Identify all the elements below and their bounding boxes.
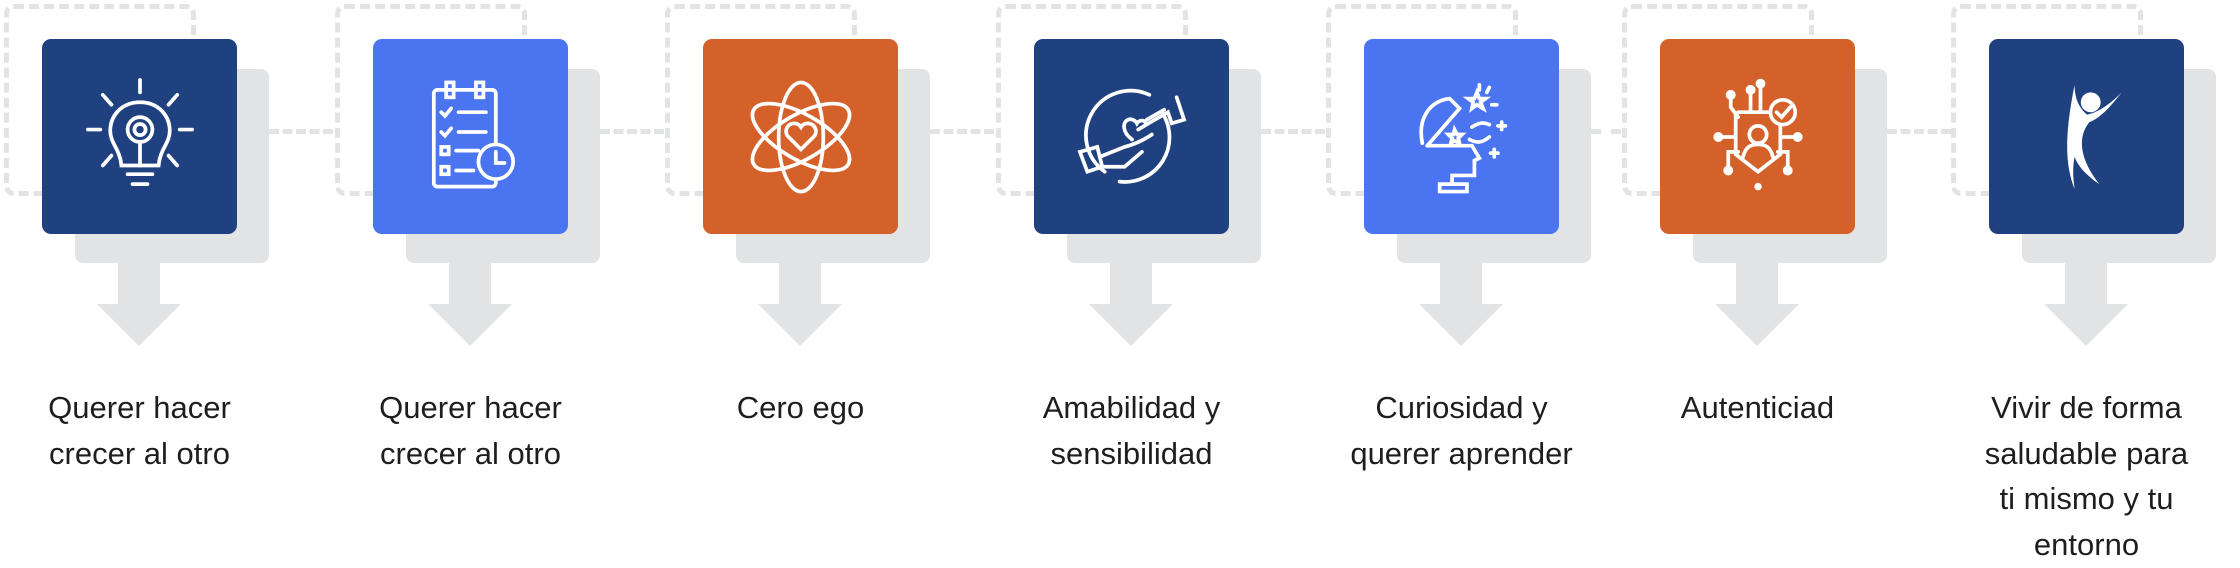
clipboard-clock-icon xyxy=(431,80,515,188)
step-label: Amabilidad y sensibilidad xyxy=(1014,385,1249,476)
step-5: Curiosidad y querer aprender xyxy=(1326,0,1664,568)
person-jumping-icon xyxy=(2066,84,2122,189)
icon-tile xyxy=(1034,39,1229,234)
label-line: Vivir de forma xyxy=(1991,390,2182,425)
step-6: Autenticiad xyxy=(1622,0,1960,568)
arrow-stem xyxy=(1736,262,1778,305)
arrow-down-icon xyxy=(1419,304,1503,346)
step-7: Vivir de forma saludable para ti mismo y… xyxy=(1951,0,2240,568)
arrow-down-icon xyxy=(428,304,512,346)
label-line: saludable para xyxy=(1984,435,2189,471)
step-label: Querer hacer crecer al otro xyxy=(353,385,588,476)
label-line: Amabilidad y xyxy=(1042,390,1221,425)
step-label: Cero ego xyxy=(683,385,918,431)
lightbulb-gear-icon xyxy=(85,77,194,186)
label-line: querer aprender xyxy=(1350,435,1573,471)
arrow-down-icon xyxy=(97,304,181,346)
icon-tile xyxy=(703,39,898,234)
arrow-stem xyxy=(2065,262,2107,305)
arrow-down-icon xyxy=(758,304,842,346)
connector-line xyxy=(1591,129,1621,134)
label-line: sensibilidad xyxy=(1050,435,1213,471)
step-label: Querer hacer crecer al otro xyxy=(22,385,257,476)
step-4: Amabilidad y sensibilidad xyxy=(996,0,1334,568)
connector-line xyxy=(269,129,333,134)
arrow-stem xyxy=(1440,262,1482,305)
label-line: Curiosidad y xyxy=(1375,390,1548,425)
icon-tile xyxy=(373,39,568,234)
arrow-stem xyxy=(449,262,491,305)
arrow-down-icon xyxy=(2044,304,2128,346)
arrow-stem xyxy=(118,262,160,305)
step-1: Querer hacer crecer al otro xyxy=(4,0,342,568)
step-label: Vivir de forma saludable para ti mismo y… xyxy=(1969,385,2204,567)
label-line: entorno xyxy=(2033,526,2140,562)
step-label: Autenticiad xyxy=(1640,385,1875,431)
connector-line xyxy=(1887,129,1951,134)
arrow-down-icon xyxy=(1089,304,1173,346)
label-line: crecer al otro xyxy=(49,435,230,471)
step-2: Querer hacer crecer al otro xyxy=(335,0,673,568)
label-line: ti mismo y tu xyxy=(1999,481,2174,516)
step-label: Curiosidad y querer aprender xyxy=(1344,385,1579,476)
atom-heart-icon xyxy=(750,80,851,193)
open-head-stars-icon xyxy=(1418,82,1507,193)
label-line: Querer hacer xyxy=(48,390,231,425)
icon-tile xyxy=(1989,39,2184,234)
arrow-stem xyxy=(1110,262,1152,305)
shield-user-check-icon xyxy=(1712,78,1803,190)
icon-tile xyxy=(42,39,237,234)
arrow-down-icon xyxy=(1715,304,1799,346)
label-line: Autenticiad xyxy=(1680,390,1835,425)
connector-line xyxy=(930,129,994,134)
connector-line xyxy=(1261,129,1325,134)
hands-heart-icon xyxy=(1076,88,1186,184)
connector-line xyxy=(600,129,664,134)
icon-tile xyxy=(1364,39,1559,234)
icon-tile xyxy=(1660,39,1855,234)
step-3: Cero ego xyxy=(665,0,1003,568)
label-line: Querer hacer xyxy=(379,390,562,425)
label-line: crecer al otro xyxy=(380,435,561,471)
label-line: Cero ego xyxy=(736,390,865,425)
arrow-stem xyxy=(779,262,821,305)
